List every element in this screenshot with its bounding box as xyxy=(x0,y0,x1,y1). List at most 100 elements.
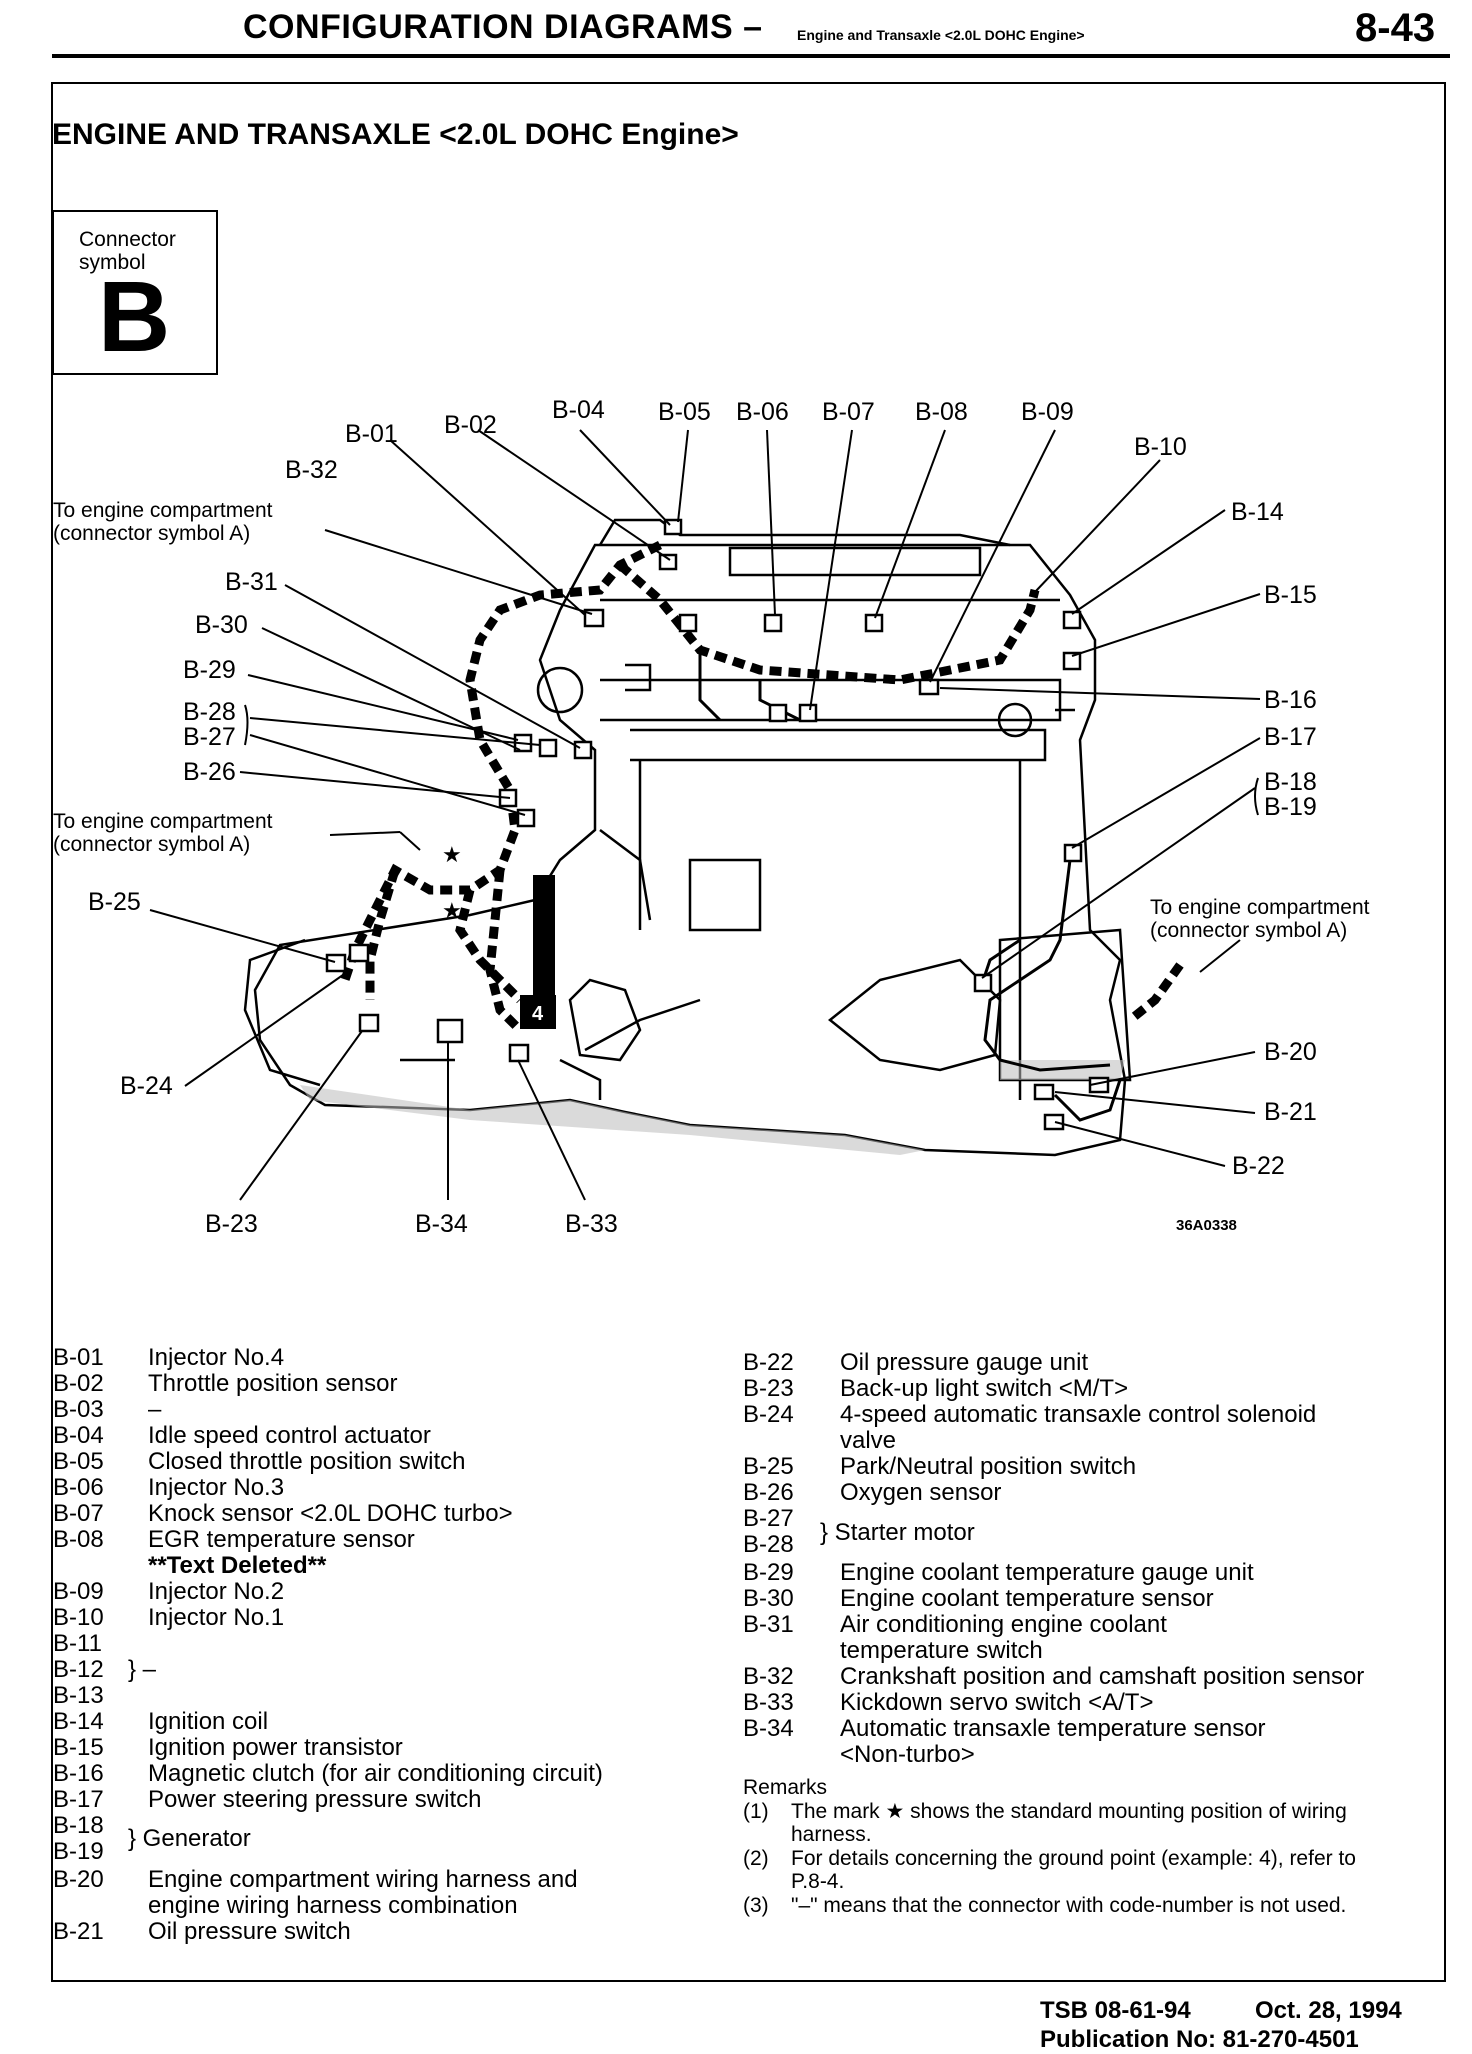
legend-desc: Automatic transaxle temperature sensor xyxy=(840,1715,1266,1742)
legend-desc: Engine coolant temperature sensor xyxy=(840,1585,1214,1612)
legend-desc: Injector No.2 xyxy=(148,1578,285,1605)
legend-desc: Oil pressure gauge unit xyxy=(840,1349,1089,1376)
callout-labels: B-01 B-02 B-04 B-05 B-06 B-07 B-08 B-09 … xyxy=(88,396,1317,1238)
callout-b05: B-05 xyxy=(658,398,711,426)
ground-mark-label: 4 xyxy=(532,1003,544,1025)
legend-desc: Idle speed control actuator xyxy=(148,1422,431,1449)
legend-code: B-18 xyxy=(53,1812,104,1839)
publication-number: Publication No: 81-270-4501 xyxy=(1040,2026,1359,2053)
callout-b14: B-14 xyxy=(1231,498,1284,526)
legend-desc: – xyxy=(148,1396,162,1423)
legend-code: B-29 xyxy=(743,1559,794,1586)
legend-desc: Closed throttle position switch xyxy=(148,1448,466,1475)
callout-b25: B-25 xyxy=(88,888,141,916)
legend-desc: } Generator xyxy=(128,1825,251,1852)
legend-desc: Ignition coil xyxy=(148,1708,269,1735)
tsb-number: TSB 08-61-94 xyxy=(1040,1997,1191,2024)
legend-desc: temperature switch xyxy=(840,1637,1043,1664)
legend-code: B-08 xyxy=(53,1526,104,1553)
legend-desc: Power steering pressure switch xyxy=(148,1786,482,1813)
section-title: ENGINE AND TRANSAXLE <2.0L DOHC Engine> xyxy=(52,118,739,151)
page-number: 8-43 xyxy=(1355,6,1436,50)
legend-code: B-33 xyxy=(743,1689,794,1716)
callout-b20: B-20 xyxy=(1264,1038,1317,1066)
callout-b21: B-21 xyxy=(1264,1098,1317,1126)
callout-b06: B-06 xyxy=(736,398,789,426)
ground-point-4: 4 xyxy=(520,875,556,1029)
callout-b08: B-08 xyxy=(915,398,968,426)
legend-code: B-14 xyxy=(53,1708,104,1735)
connector-symbol-letter: B xyxy=(98,261,171,373)
legend-desc: Throttle position sensor xyxy=(148,1370,398,1397)
legend-code: B-19 xyxy=(53,1838,104,1865)
legend-code: B-09 xyxy=(53,1578,104,1605)
legend-desc: **Text Deleted** xyxy=(148,1552,327,1579)
remarks-title: Remarks xyxy=(743,1776,828,1799)
callout-b24: B-24 xyxy=(120,1072,173,1100)
header-subtitle: Engine and Transaxle <2.0L DOHC Engine> xyxy=(797,27,1085,43)
legend-code: B-07 xyxy=(53,1500,104,1527)
legend-desc: Injector No.4 xyxy=(148,1344,285,1371)
legend-code: B-15 xyxy=(53,1734,104,1761)
callout-b28: B-28 xyxy=(183,698,236,726)
legend-desc: Air conditioning engine coolant xyxy=(840,1611,1167,1638)
legend-desc: Injector No.1 xyxy=(148,1604,285,1631)
legend-code: B-27 xyxy=(743,1505,794,1532)
callout-b32: B-32 xyxy=(285,456,338,484)
callout-b30: B-30 xyxy=(195,611,248,639)
remark-number: (3) xyxy=(743,1894,769,1917)
legend-desc: Knock sensor <2.0L DOHC turbo> xyxy=(148,1500,513,1527)
legend-code: B-21 xyxy=(53,1918,104,1945)
to-engine-sublabel-2: (connector symbol A) xyxy=(53,833,250,856)
remark-number: (1) xyxy=(743,1800,769,1823)
legend-desc: Magnetic clutch (for air conditioning ci… xyxy=(148,1760,603,1787)
callout-b16: B-16 xyxy=(1264,686,1317,714)
bracket-marks xyxy=(244,704,1259,816)
connectors xyxy=(325,518,1110,1131)
callout-b31: B-31 xyxy=(225,568,278,596)
legend-code: B-03 xyxy=(53,1396,104,1423)
legend-desc: Crankshaft position and camshaft positio… xyxy=(840,1663,1365,1690)
legend-code: B-11 xyxy=(53,1630,102,1657)
remark-text: For details concerning the ground point … xyxy=(791,1847,1356,1893)
legend-desc: EGR temperature sensor xyxy=(148,1526,415,1553)
legend-code: B-22 xyxy=(743,1349,794,1376)
to-engine-label-1: To engine compartment xyxy=(53,499,273,522)
legend-code: B-06 xyxy=(53,1474,104,1501)
legend-code: B-24 xyxy=(743,1401,794,1428)
to-engine-label-2: To engine compartment xyxy=(53,810,273,833)
header-rule xyxy=(52,54,1450,58)
callout-b02: B-02 xyxy=(444,411,497,439)
legend-desc: Engine coolant temperature gauge unit xyxy=(840,1559,1254,1586)
leader-lines xyxy=(149,429,1261,1201)
legend-code: B-02 xyxy=(53,1370,104,1397)
legend-desc: Ignition power transistor xyxy=(148,1734,403,1761)
wiring-harness xyxy=(340,540,1184,1034)
to-engine-sublabel-1: (connector symbol A) xyxy=(53,522,250,545)
legend-code: B-20 xyxy=(53,1866,104,1893)
legend-desc: <Non-turbo> xyxy=(840,1741,975,1768)
legend-code: B-30 xyxy=(743,1585,794,1612)
legend-code: B-04 xyxy=(53,1422,104,1449)
engine-outline xyxy=(243,518,1132,1157)
callout-b29: B-29 xyxy=(183,656,236,684)
legend-desc: engine wiring harness combination xyxy=(148,1892,518,1919)
legend-code: B-26 xyxy=(743,1479,794,1506)
legend-code: B-32 xyxy=(743,1663,794,1690)
engine-shading xyxy=(300,1060,1125,1155)
leader-arrows xyxy=(399,831,1241,973)
legend-desc: Oxygen sensor xyxy=(840,1479,1002,1506)
callout-b04: B-04 xyxy=(552,396,605,424)
legend-code: B-10 xyxy=(53,1604,104,1631)
callout-b01: B-01 xyxy=(345,420,398,448)
connector-symbol-box: Connector symbol B xyxy=(52,210,218,375)
star-mark-1: ★ xyxy=(442,842,462,867)
legend-code: B-31 xyxy=(743,1611,794,1638)
legend-code: B-16 xyxy=(53,1760,104,1787)
tsb-date: Oct. 28, 1994 xyxy=(1255,1997,1402,2024)
callout-b17: B-17 xyxy=(1264,723,1317,751)
to-engine-sublabel-3: (connector symbol A) xyxy=(1150,919,1347,942)
legend-code: B-12 xyxy=(53,1656,104,1683)
legend-code: B-25 xyxy=(743,1453,794,1480)
